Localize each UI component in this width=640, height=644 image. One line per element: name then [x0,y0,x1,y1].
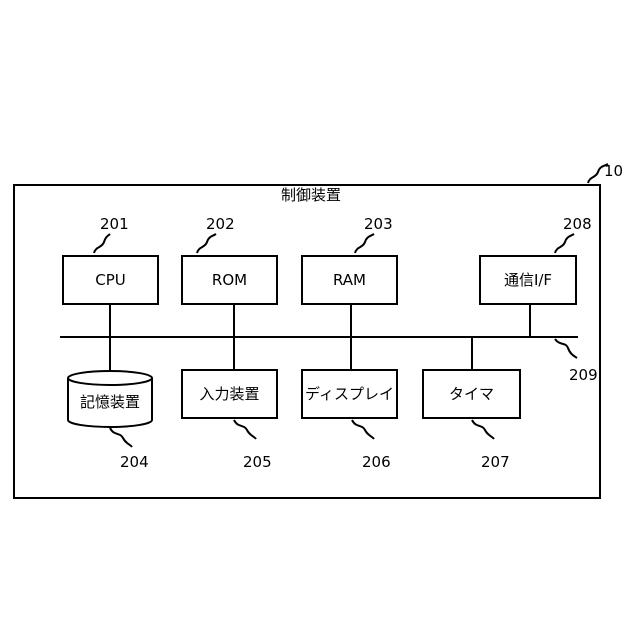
ref-209: 209 [569,368,598,383]
ref-10: 10 [604,164,623,179]
ref-202: 202 [206,217,235,232]
leader-204 [110,428,132,447]
ref-207: 207 [481,455,510,470]
ref-203: 203 [364,217,393,232]
ref-206: 206 [362,455,391,470]
leader-206 [352,420,374,439]
timer-label: タイマ [423,370,520,418]
leader-205 [234,420,256,439]
display-label: ディスプレイ [302,370,397,418]
leader-203 [355,234,374,253]
ref-201: 201 [100,217,129,232]
input-label: 入力装置 [182,370,277,418]
leader-208 [555,234,574,253]
leader-201 [94,234,110,253]
leader-209 [555,339,577,358]
leader-202 [197,234,216,253]
device-title: 制御装置 [281,188,341,203]
comm-label: 通信I/F [480,256,576,304]
ram-label: RAM [302,256,397,304]
cpu-label: CPU [63,256,158,304]
storage-label: 記憶装置 [68,384,152,420]
ref-204: 204 [120,455,149,470]
leader-207 [472,420,494,439]
ref-205: 205 [243,455,272,470]
rom-label: ROM [182,256,277,304]
ref-208: 208 [563,217,592,232]
